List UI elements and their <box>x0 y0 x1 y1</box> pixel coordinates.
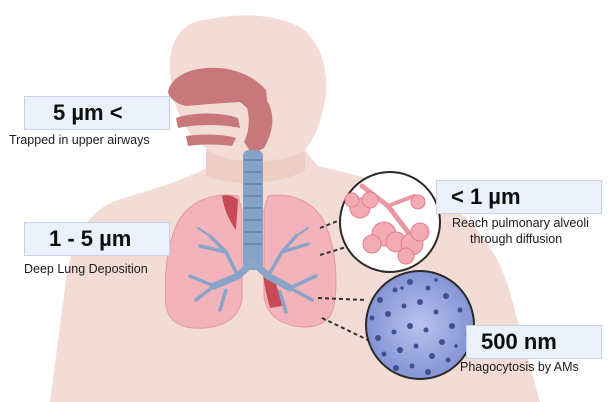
alveoli-caption-line2: through diffusion <box>470 232 562 247</box>
alveoli-magnified-circle <box>340 172 440 272</box>
phagocytosis-caption: Phagocytosis by AMs <box>460 360 579 375</box>
phagocytosis-size-text: 500 nm <box>481 329 557 355</box>
alveoli-size-label: < 1 µm <box>436 180 602 214</box>
macrophage-magnified-circle <box>366 271 474 379</box>
trachea-illustration <box>243 150 263 270</box>
deep-lung-caption: Deep Lung Deposition <box>24 262 148 277</box>
alveoli-caption-line1: Reach pulmonary alveoli <box>452 216 589 231</box>
upper-airway-size-text: 5 µm < <box>53 100 123 126</box>
upper-airway-caption: Trapped in upper airways <box>9 133 150 148</box>
deep-lung-size-label: 1 - 5 µm <box>24 222 170 256</box>
upper-airway-size-label: 5 µm < <box>24 96 170 130</box>
deep-lung-size-text: 1 - 5 µm <box>49 226 131 252</box>
phagocytosis-size-label: 500 nm <box>466 325 602 359</box>
alveoli-size-text: < 1 µm <box>451 184 521 210</box>
